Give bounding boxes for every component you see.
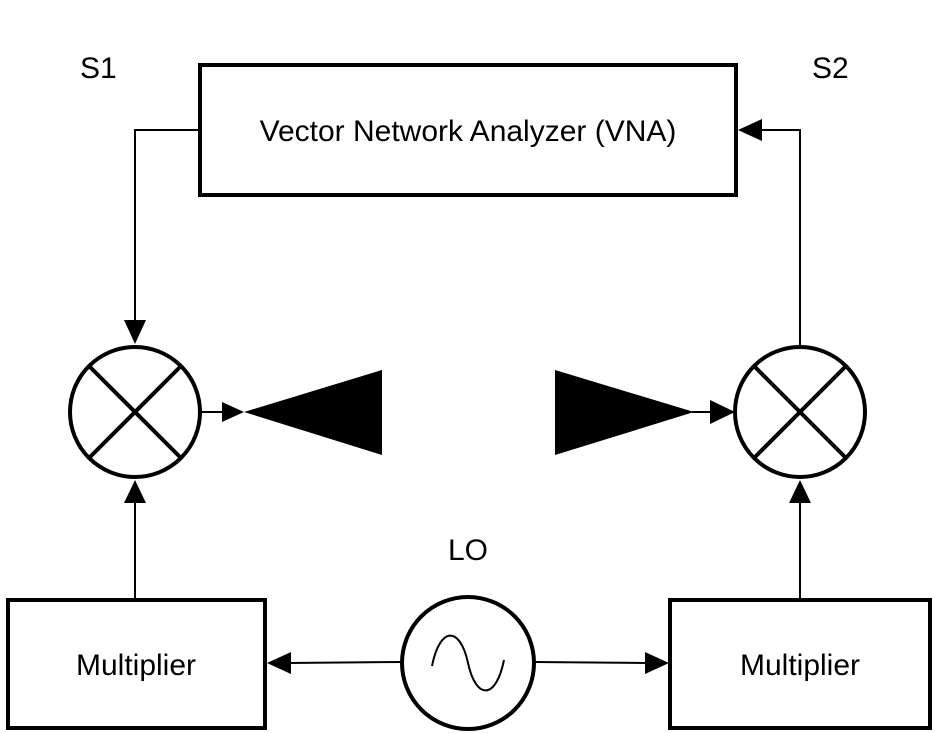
mixer-left-icon [68,345,202,479]
lo-to-right-multiplier-line [533,652,669,674]
arrow-right-icon [710,400,735,424]
antenna-left-icon [200,370,382,455]
s1-signal-line [124,129,200,344]
antenna-right-icon [555,370,735,455]
multiplier-right-box: Multiplier [668,598,932,730]
arrow-right-icon [222,402,244,422]
vna-label: Vector Network Analyzer (VNA) [260,115,677,148]
lo-label: LO [448,534,488,567]
arrow-up-icon [124,480,146,503]
arrow-left-icon [738,119,762,141]
left-multiplier-line [124,480,146,598]
multiplier-right-label: Multiplier [740,649,860,682]
arrow-left-icon [267,652,291,674]
multiplier-left-box: Multiplier [6,598,267,730]
vna-box: Vector Network Analyzer (VNA) [198,63,738,197]
port-label-s2: S2 [812,52,849,85]
port-label-s1: S1 [80,52,117,85]
arrow-up-icon [789,480,811,503]
arrow-right-icon [645,652,669,674]
multiplier-left-label: Multiplier [76,649,196,682]
right-multiplier-line [789,480,811,598]
lo-to-left-multiplier-line [267,652,403,674]
mixer-right-icon [733,345,867,479]
s2-signal-line [738,119,801,348]
oscillator-icon [400,595,536,731]
arrow-down-icon [124,320,146,344]
